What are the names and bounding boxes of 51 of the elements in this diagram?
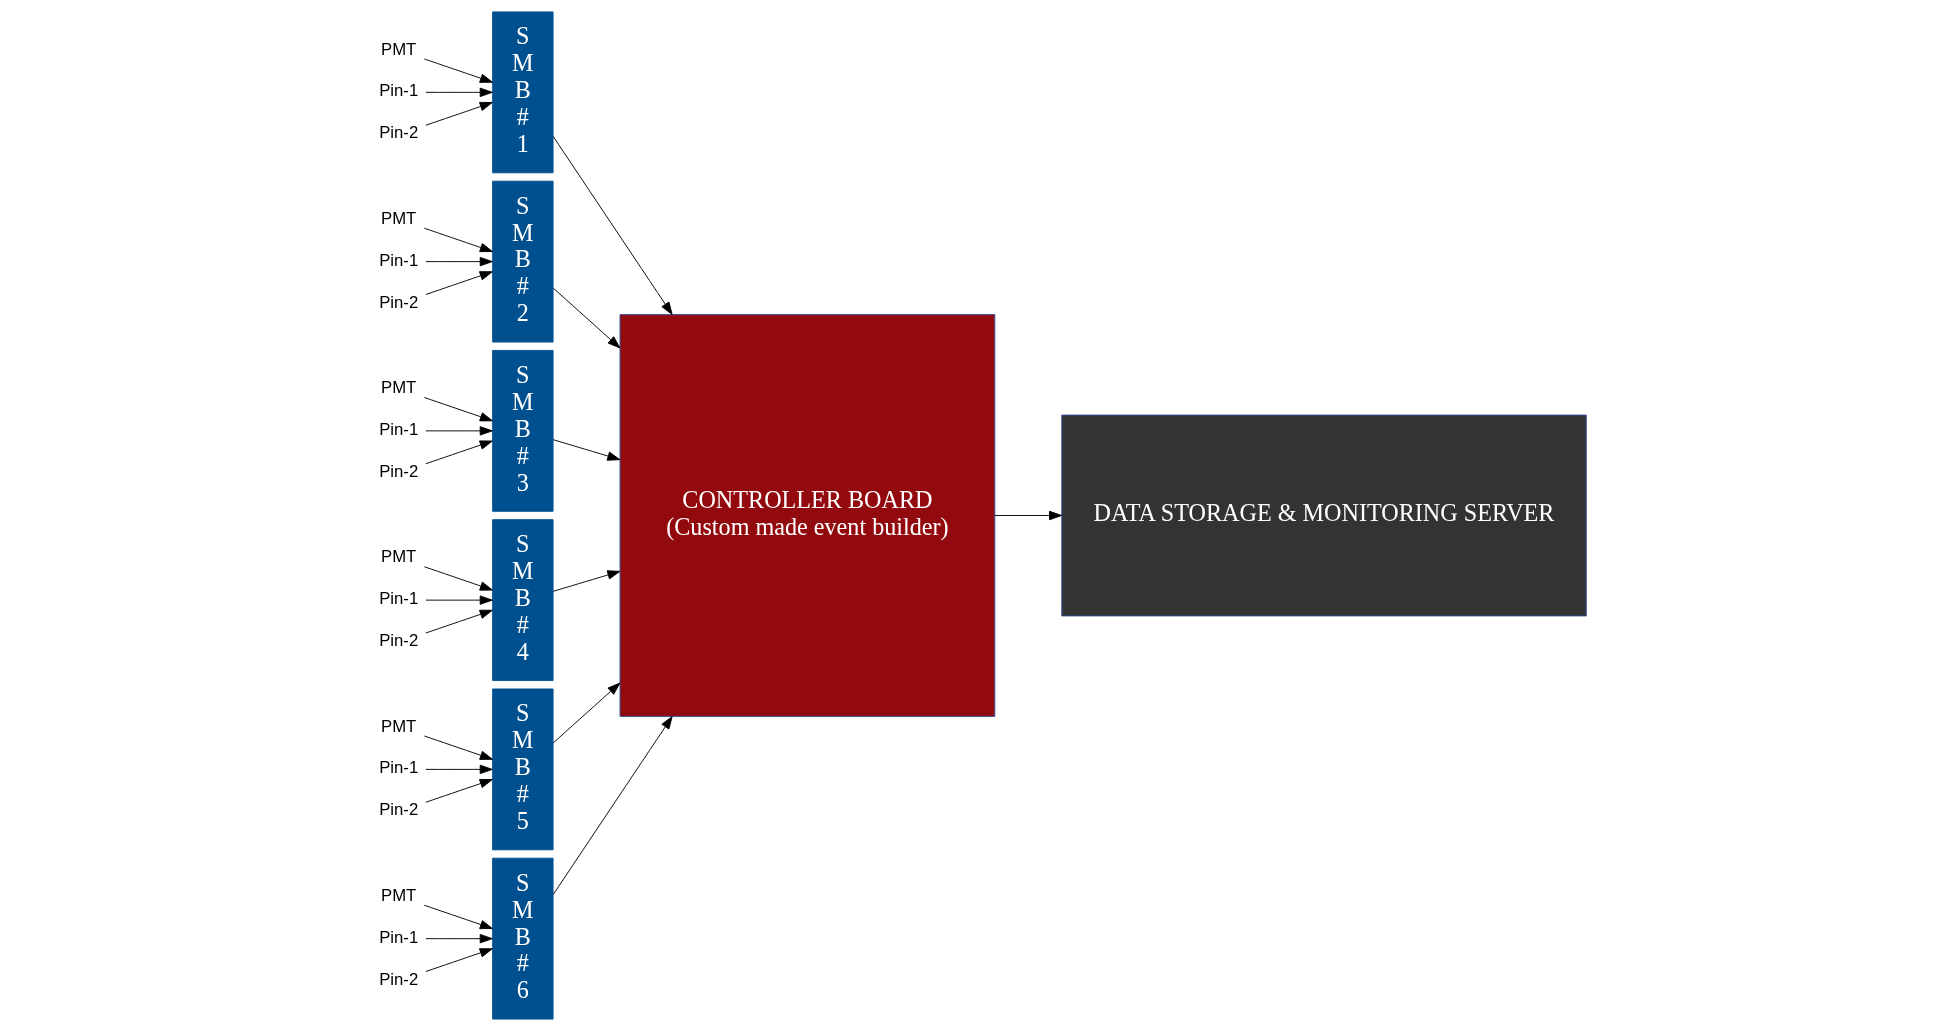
node-box: SMB#4 — [492, 519, 554, 682]
node-text: PMT — [381, 208, 417, 228]
node-text: Pin-1 — [379, 589, 419, 609]
arrow — [425, 609, 493, 634]
node-box: SMB#3 — [492, 349, 554, 512]
arrow — [425, 87, 493, 98]
node-text: Pin-2 — [379, 969, 419, 989]
node-text: Pin-1 — [379, 758, 419, 778]
arrow — [552, 716, 673, 895]
node-box: SMB#6 — [492, 857, 554, 1020]
node-text: Pin-2 — [379, 292, 419, 312]
arrow — [425, 271, 493, 295]
arrow — [552, 136, 673, 315]
arrow — [425, 256, 493, 267]
node-box: SMB#1 — [492, 11, 554, 174]
arrow — [425, 778, 493, 803]
node-text: Pin-2 — [379, 461, 419, 481]
node-box: CONTROLLER BOARD (Custom made event builder) — [619, 314, 996, 717]
node-text: Pin-1 — [379, 81, 419, 101]
node-text: Pin-2 — [379, 123, 419, 143]
arrow — [423, 58, 493, 83]
arrow — [423, 566, 493, 591]
arrow — [423, 227, 493, 253]
node-text: Pin-2 — [379, 631, 419, 651]
arrow — [423, 735, 493, 760]
arrow — [425, 101, 493, 126]
node-box: SMB#2 — [492, 180, 554, 343]
arrow — [423, 904, 493, 930]
node-box: SMB#5 — [492, 688, 554, 851]
node-text: PMT — [381, 378, 417, 398]
arrow — [552, 570, 621, 592]
arrow — [552, 287, 621, 349]
node-text: Pin-2 — [379, 800, 419, 820]
node-box: DATA STORAGE & MONITORING SERVER — [1061, 414, 1587, 617]
arrow — [552, 682, 621, 744]
arrow — [425, 764, 493, 775]
node-text: Pin-1 — [379, 419, 419, 439]
arrow — [425, 933, 493, 944]
arrow — [994, 510, 1063, 521]
node-text: PMT — [381, 885, 417, 905]
arrow — [552, 439, 621, 461]
arrow — [425, 426, 493, 436]
node-text: Pin-1 — [379, 927, 419, 947]
node-text: PMT — [381, 39, 417, 59]
arrow — [425, 595, 493, 605]
node-text: PMT — [381, 716, 417, 736]
node-text: PMT — [381, 547, 417, 567]
arrow — [425, 440, 493, 465]
arrow — [425, 948, 493, 972]
node-text: Pin-1 — [379, 250, 419, 270]
arrow — [423, 397, 493, 422]
